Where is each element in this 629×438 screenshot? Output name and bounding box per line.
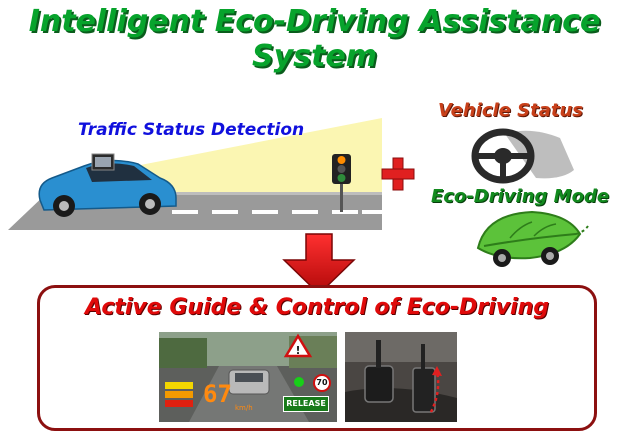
pedal-photo <box>345 332 457 422</box>
release-badge: RELEASE <box>283 396 329 412</box>
traffic-light-icon <box>332 154 351 212</box>
down-arrow-icon <box>282 233 356 296</box>
page-title: Intelligent Eco-Driving Assistance Syste… <box>28 4 601 74</box>
hud-photo: ! 70 67 km/h RELEASE <box>159 332 337 422</box>
speed-readout: 67 <box>203 380 232 408</box>
steering-wheel-icon <box>471 128 574 184</box>
speed-unit: km/h <box>235 404 253 412</box>
car-icon <box>38 153 177 217</box>
vehicle-status-label: Vehicle Status <box>438 100 583 121</box>
lane-dashes <box>172 210 382 214</box>
plus-icon <box>381 157 415 191</box>
leaf-car-icon <box>476 210 589 267</box>
svg-text:!: ! <box>295 344 300 357</box>
traffic-scene <box>8 118 382 230</box>
eco-mode-label: Eco-Driving Mode <box>431 186 610 207</box>
speed-limit-sign: 70 <box>313 374 331 392</box>
active-guide-label: Active Guide & Control of Eco-Driving <box>84 295 549 320</box>
pedal-scene <box>345 332 457 422</box>
traffic-status-label: Traffic Status Detection <box>78 120 305 140</box>
